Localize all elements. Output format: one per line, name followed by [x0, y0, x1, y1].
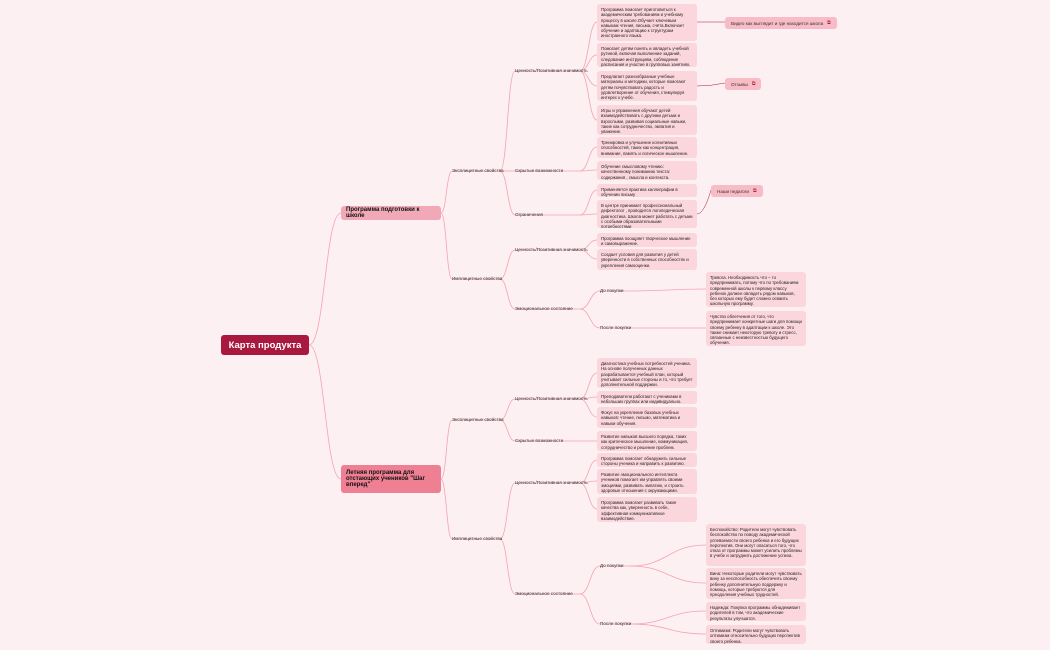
b1-value-leaf-3[interactable]: Предлагает разнообразные учебные материа…	[597, 71, 697, 101]
external-link-icon: ⧉	[751, 81, 756, 87]
b1-ivalue-label[interactable]: Ценность/Позитивная значимость	[515, 247, 588, 252]
connector-line	[579, 459, 598, 484]
b1-limit-leaf-1[interactable]: Применяется практика каллиграфии в обуче…	[597, 184, 697, 197]
connector-line	[579, 239, 598, 251]
connector-line	[308, 344, 342, 480]
link-video-school[interactable]: Видео как выглядит и где находится школа…	[725, 17, 837, 29]
b1-ivalue-leaf-2[interactable]: Создает условия для развития у детей уве…	[597, 249, 697, 270]
b2-explicit-label[interactable]: Эксплицитные свойства	[452, 417, 504, 422]
b1-ivalue-leaf-1[interactable]: Программа поощряет творческое мышление и…	[597, 233, 697, 247]
connector-line	[440, 478, 453, 540]
connector-line	[499, 398, 516, 421]
connector-line	[499, 249, 516, 280]
connector-line	[629, 610, 707, 625]
connector-line	[579, 480, 598, 484]
external-link-icon: ⧉	[752, 188, 757, 194]
b2-value-leaf-1[interactable]: Диагностика учебных потребностей ученика…	[597, 358, 697, 388]
link-teachers[interactable]: Наши педагоги⧉	[711, 185, 763, 197]
branch-summer-program[interactable]: Летняя программа для отстающих учеников …	[341, 465, 441, 493]
connector-line	[499, 419, 516, 442]
b1-hidden-leaf-1[interactable]: Тренировка и улучшение когнитивных спосо…	[597, 137, 697, 158]
connector-line	[579, 146, 598, 172]
b2-before-label[interactable]: До покупки	[600, 563, 624, 568]
b1-hidden-leaf-2[interactable]: Обучение смысловому чтению: качественном…	[597, 161, 697, 180]
b1-before-leaf[interactable]: Тревога. Необходимость что – то предприн…	[706, 272, 806, 307]
connector-line	[579, 565, 601, 595]
connector-line	[499, 70, 516, 172]
link-reviews-label: Отзывы	[731, 81, 748, 87]
external-link-icon: ⧉	[827, 20, 831, 26]
connector-line	[579, 189, 598, 216]
b1-emotion-label[interactable]: Эмоциональное состояние	[515, 306, 573, 311]
connector-line	[579, 482, 598, 510]
b1-after-leaf[interactable]: Чувство облегчения от того, что предприн…	[706, 311, 806, 346]
connector-line	[499, 538, 516, 595]
connector-line	[579, 398, 598, 418]
connector-line	[579, 70, 598, 121]
b2-ivalue-leaf-3[interactable]: Программа помогает развивать такие качес…	[597, 497, 697, 522]
link-connector	[696, 82, 726, 87]
connector-line	[579, 593, 601, 625]
connector-line	[579, 290, 601, 310]
b1-hidden-label[interactable]: Скрытые возможности	[515, 168, 564, 173]
connector-line	[579, 249, 598, 260]
connector-line	[499, 278, 516, 310]
link-video-label: Видео как выглядит и где находится школа	[731, 20, 824, 26]
b1-value-label[interactable]: Ценность/Позитивная значимость	[515, 68, 588, 73]
connector-line	[579, 169, 598, 172]
b1-explicit-label[interactable]: Эксплицитные свойства	[452, 168, 504, 173]
connector-line	[579, 54, 598, 72]
connector-line	[579, 372, 598, 400]
b1-after-label[interactable]: После покупки	[600, 325, 632, 330]
connector-line	[579, 21, 598, 72]
b1-limit-label[interactable]: Ограничения	[515, 212, 543, 217]
branch-school-prep[interactable]: Программа подготовки к школе	[341, 206, 441, 220]
b2-ivalue-label[interactable]: Ценность/Позитивная значимость	[515, 480, 588, 485]
connector-line	[440, 212, 453, 280]
connector-line	[440, 170, 453, 214]
connector-line	[579, 213, 598, 216]
b2-hidden-label[interactable]: Скрытые возможности	[515, 438, 564, 443]
b2-after-leaf-2[interactable]: Оптимизм: Родители могут чувствовать опт…	[706, 625, 806, 644]
b1-limit-leaf-2[interactable]: В центре принимает профессиональный дефе…	[597, 200, 697, 228]
connector-line	[499, 170, 516, 216]
connector-line	[629, 565, 707, 584]
connector-line	[440, 419, 453, 480]
b1-value-leaf-1[interactable]: Программа помогает приготовиться к акаде…	[597, 4, 697, 41]
b2-ivalue-leaf-2[interactable]: Развитие эмоционального интеллекта учени…	[597, 469, 697, 494]
root-node[interactable]: Карта продукта	[221, 335, 309, 355]
b2-hidden-leaf-1[interactable]: Развитие навыков высшего порядка, таких …	[597, 431, 697, 451]
b2-after-label[interactable]: После покупки	[600, 621, 632, 626]
connector-line	[629, 623, 707, 635]
b2-before-leaf-1[interactable]: Беспокойство: Родители могут чувствовать…	[706, 524, 806, 566]
connector-line	[629, 544, 707, 567]
b2-emotion-label[interactable]: Эмоциональное состояние	[515, 591, 573, 596]
b2-value-leaf-2[interactable]: Преподаватели работают с учениками в неб…	[597, 391, 697, 404]
b2-ivalue-leaf-1[interactable]: Программа помогает обнаружить сильные ст…	[597, 453, 697, 467]
link-connector	[696, 189, 712, 215]
connector-line	[308, 212, 342, 346]
b2-value-leaf-3[interactable]: Фокус на укрепление базовых учебных навы…	[597, 407, 697, 428]
b1-value-leaf-4[interactable]: Игры и упражнения обучают детей взаимоде…	[597, 105, 697, 135]
b2-before-leaf-2[interactable]: Вина: Некоторые родители могут чувствова…	[706, 568, 806, 599]
b2-after-leaf-1[interactable]: Надежда: Покупка программы обнадеживает …	[706, 602, 806, 621]
connector-line	[629, 288, 707, 292]
connector-line	[499, 482, 516, 540]
b2-value-label[interactable]: Ценность/Позитивная значимость	[515, 396, 588, 401]
b1-before-label[interactable]: До покупки	[600, 288, 624, 293]
b2-implicit-label[interactable]: Имплицитные свойства	[452, 536, 503, 541]
connector-line	[579, 308, 601, 329]
link-teachers-label: Наши педагоги	[717, 188, 749, 194]
link-reviews[interactable]: Отзывы⧉	[725, 78, 762, 90]
b1-value-leaf-2[interactable]: Помогает детям понять и овладеть учебной…	[597, 43, 697, 67]
b1-implicit-label[interactable]: Имплицитные свойства	[452, 276, 503, 281]
